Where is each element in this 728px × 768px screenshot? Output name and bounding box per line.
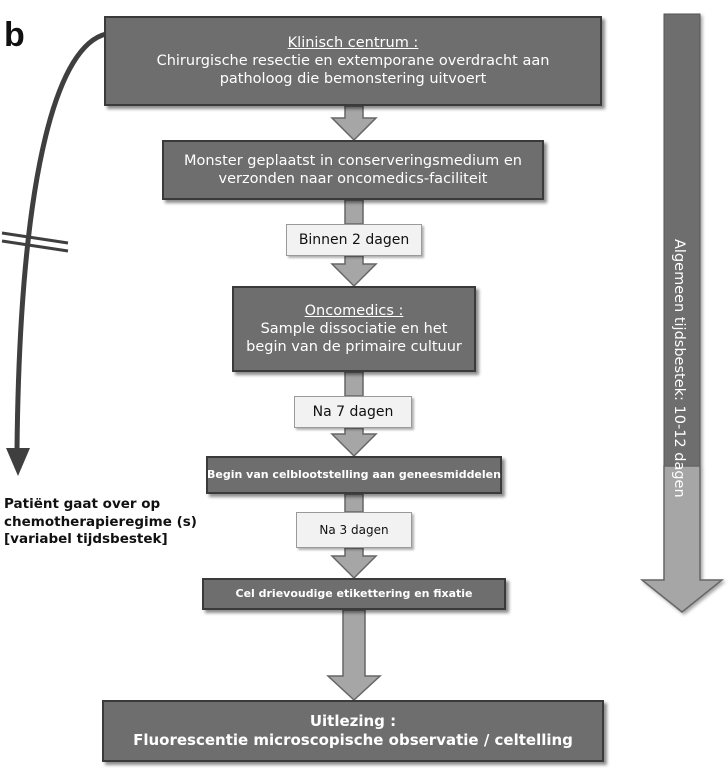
time-label-within-2-days: Binnen 2 dagen bbox=[286, 224, 422, 256]
oncomedics-line-2: begin van de primaire cultuur bbox=[246, 339, 462, 356]
clinical-center-line-1: Chirurgische resectie en extemporane ove… bbox=[156, 52, 550, 69]
time-break-mark-2 bbox=[1, 239, 69, 253]
sample-shipping-box: Monster geplaatst in conserveringsmedium… bbox=[162, 140, 544, 200]
clinical-center-box: Klinisch centrum : Chirurgische resectie… bbox=[104, 16, 602, 106]
timeline-arrow bbox=[639, 13, 725, 613]
connector-arrow-2 bbox=[344, 199, 364, 225]
readout-title: Uitlezing : bbox=[309, 712, 397, 731]
readout-line-1: Fluorescentie microscopische observatie … bbox=[133, 731, 573, 749]
labeling-fixation-box: Cel drievoudige etikettering en fixatie bbox=[202, 578, 506, 610]
patient-note-line-2: chemotherapieregime (s) bbox=[4, 513, 197, 530]
sample-shipping-line-2: verzonden naar oncomedics-faciliteit bbox=[218, 171, 488, 187]
labeling-fixation-line-1: Cel drievoudige etikettering en fixatie bbox=[235, 587, 473, 601]
time-label-after-7-days: Na 7 dagen bbox=[294, 396, 412, 428]
connector-arrow-5 bbox=[330, 427, 378, 458]
drug-exposure-box: Begin van celblootstelling aan geneesmid… bbox=[206, 456, 502, 494]
connector-arrow-8 bbox=[326, 609, 382, 702]
patient-curve-arrowhead bbox=[6, 448, 30, 476]
drug-exposure-line-1: Begin van celblootstelling aan geneesmid… bbox=[207, 468, 501, 482]
oncomedics-line-1: Sample dissociatie en het bbox=[260, 320, 448, 337]
panel-letter: b bbox=[4, 16, 25, 54]
patient-note-line-3: [variabel tijdsbestek] bbox=[4, 531, 168, 548]
patient-note: Patiënt gaat over op chemotherapieregime… bbox=[4, 496, 197, 549]
connector-arrow-1 bbox=[330, 105, 378, 142]
timeline-label: Algemeen tijdsbestek: 10-12 dagen bbox=[671, 239, 687, 498]
sample-shipping-line-1: Monster geplaatst in conserveringsmedium… bbox=[183, 152, 523, 169]
time-break-mark-1 bbox=[1, 231, 69, 245]
clinical-center-line-2: patholoog die bemonstering uitvoert bbox=[219, 71, 487, 88]
connector-arrows bbox=[326, 105, 382, 702]
time-label-after-3-days: Na 3 dagen bbox=[296, 512, 412, 548]
connector-arrow-7 bbox=[330, 547, 378, 580]
connector-arrow-6 bbox=[344, 493, 364, 513]
connector-arrow-4 bbox=[344, 371, 364, 397]
clinical-center-title: Klinisch centrum : bbox=[287, 34, 419, 51]
patient-note-line-1: Patiënt gaat over op bbox=[4, 496, 161, 512]
patient-curve-arrow bbox=[14, 31, 107, 451]
oncomedics-title: Oncomedics : bbox=[304, 302, 404, 319]
readout-box: Uitlezing : Fluorescentie microscopische… bbox=[102, 700, 604, 762]
oncomedics-box: Oncomedics : Sample dissociatie en het b… bbox=[232, 286, 476, 372]
connector-arrow-3 bbox=[330, 255, 378, 288]
